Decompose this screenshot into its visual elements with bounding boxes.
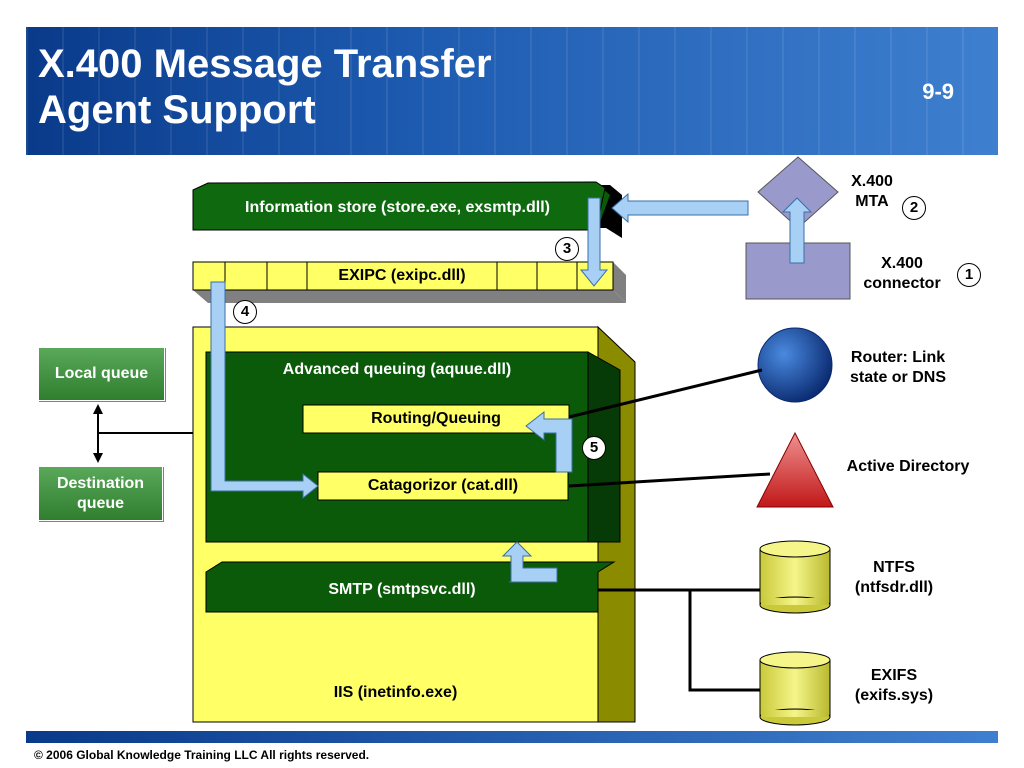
smtp-label: SMTP (smtpsvc.dll) [328,581,476,598]
exifs-label: EXIFS (exifs.sys) [854,667,934,704]
copyright-text: © 2006 Global Knowledge Training LLC All… [34,748,370,762]
step-4-badge: 4 [233,300,257,324]
footer-bar [26,731,998,743]
step-2-badge: 2 [902,196,926,220]
exipc-bar [192,261,626,303]
information-store-label: Information store (store.exe, exsmtp.dll… [245,199,550,216]
information-store-box [192,181,622,238]
active-directory-shape [756,431,834,508]
categorizer-label: Catagorizor (cat.dll) [367,477,519,494]
destination-queue-box: Destination queue [38,466,163,521]
active-directory-label: Active Directory [846,458,970,475]
header-banner: X.400 Message Transfer Agent Support 9-9 [26,27,998,155]
step-1-badge: 1 [957,263,981,287]
exifs-cylinder [759,651,831,726]
step-5-badge: 5 [582,436,606,460]
router-label: Router: Link state or DNS [849,349,947,386]
router-sphere [757,327,833,403]
local-queue-box: Local queue [38,347,165,401]
iis-label: IIS (inetinfo.exe) [333,684,458,701]
flow-arrows [210,192,813,583]
slide-number: 9-9 [922,79,954,104]
x400-connector-label: X.400 connector [863,255,941,292]
slide-title: X.400 Message Transfer Agent Support [38,42,492,132]
step-3-badge: 3 [555,237,579,261]
connector-lines [98,368,771,692]
ntfs-label: NTFS (ntfsdr.dll) [854,559,934,596]
queue-double-arrow [93,404,103,463]
x400-mta-label: X.400 MTA [851,173,893,210]
advanced-queuing-box [205,351,621,543]
exipc-label: EXIPC (exipc.dll) [338,267,466,284]
routing-queuing-box [302,404,570,434]
routing-queuing-label: Routing/Queuing [371,410,501,427]
ntfs-cylinder [759,540,831,614]
advanced-queuing-label: Advanced queuing (aquue.dll) [282,361,512,378]
